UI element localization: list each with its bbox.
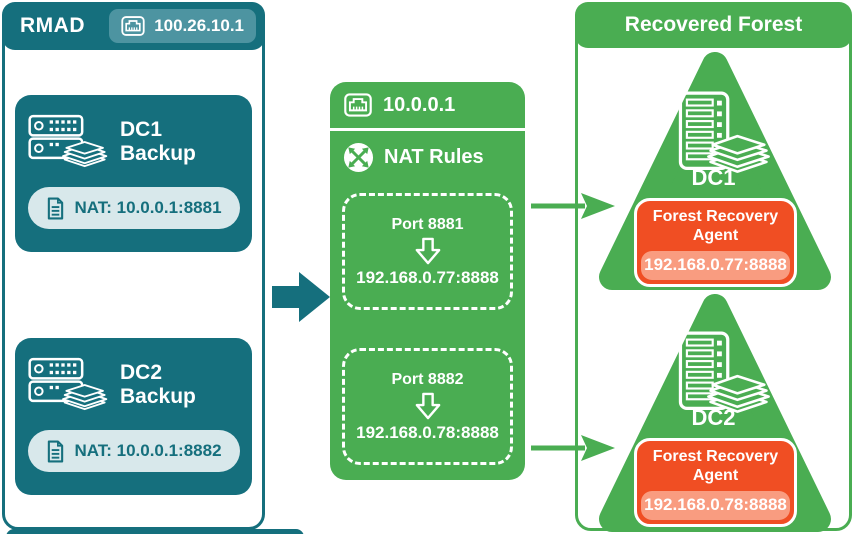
right-arrow-icon [272, 272, 330, 322]
route-arrows-icon [343, 142, 374, 173]
nat-gateway-header: 10.0.0.1 [330, 82, 525, 131]
nat-rule-2-target: 192.168.0.78:8888 [356, 422, 499, 442]
dc1-agent-address: 192.168.0.77:8888 [641, 250, 790, 280]
nat-gateway-box: 10.0.0.1 NAT Rules Port 888 [330, 82, 525, 480]
dc1-agent-label: Forest Recovery Agent [652, 208, 779, 244]
nat-rule-2: Port 8882 192.168.0.78:8888 [342, 348, 513, 465]
rmad-header: RMAD 100.26.10.1 [2, 2, 265, 50]
dc2-name: DC2 [691, 405, 736, 430]
dc2-nat-value: NAT: 10.0.0.1:8882 [74, 441, 222, 460]
dc1-nat-pill: NAT: 10.0.0.1:8881 [28, 187, 240, 229]
rmad-title: RMAD [20, 14, 85, 37]
rmad-card: RMAD 100.26.10.1 [2, 2, 265, 530]
dc1-agent-box: Forest Recovery Agent 192.168.0.77:8888 [634, 198, 797, 287]
dc2-agent-label: Forest Recovery Agent [652, 448, 779, 484]
dc1-nat-value: NAT: 10.0.0.1:8881 [74, 198, 222, 217]
dc2-nat-pill: NAT: 10.0.0.1:8882 [28, 430, 240, 472]
rmad-ip-badge: 100.26.10.1 [109, 9, 256, 43]
dc2-backup-box: DC2 Backup NAT: 10.0.0.1:8882 [15, 338, 252, 495]
recovered-forest-header: Recovered Forest [575, 2, 852, 48]
recovered-forest-card: Recovered Forest [575, 2, 852, 532]
right-arrow-icon [531, 435, 615, 461]
server-backup-stack-icon [28, 112, 108, 172]
dc1-backup-box: DC1 Backup NAT: 10.0.0.1:8881 [15, 95, 252, 252]
server-tower-stack-icon [661, 91, 773, 177]
recovered-forest-title: Recovered Forest [624, 13, 803, 36]
dc1-backup-label: DC1 Backup [120, 118, 196, 165]
nat-rules-title: NAT Rules [384, 146, 484, 168]
dc2-agent-box: Forest Recovery Agent 192.168.0.78:8888 [634, 438, 797, 527]
dc1-name: DC1 [691, 165, 736, 190]
document-icon [46, 439, 65, 463]
nat-rule-1-target: 192.168.0.77:8888 [356, 267, 499, 287]
dc2-backup-label: DC2 Backup [120, 361, 196, 408]
ethernet-port-icon [344, 93, 372, 117]
right-arrow-icon [531, 193, 615, 219]
rmad-ip: 100.26.10.1 [154, 16, 244, 35]
nat-rule-1: Port 8881 192.168.0.77:8888 [342, 193, 513, 310]
nat-rules-row: NAT Rules [330, 142, 525, 173]
ethernet-port-icon [121, 16, 145, 36]
hollow-down-arrow-icon [415, 392, 441, 420]
server-tower-stack-icon [661, 331, 773, 417]
nat-rule-1-port: Port 8881 [391, 215, 464, 233]
nat-rule-2-port: Port 8882 [391, 370, 464, 388]
hollow-down-arrow-icon [415, 237, 441, 265]
document-icon [46, 196, 65, 220]
server-backup-stack-icon [28, 355, 108, 415]
cropped-bottom-bar [6, 529, 304, 534]
dc2-agent-address: 192.168.0.78:8888 [641, 490, 790, 520]
nat-gateway-ip: 10.0.0.1 [383, 93, 456, 116]
